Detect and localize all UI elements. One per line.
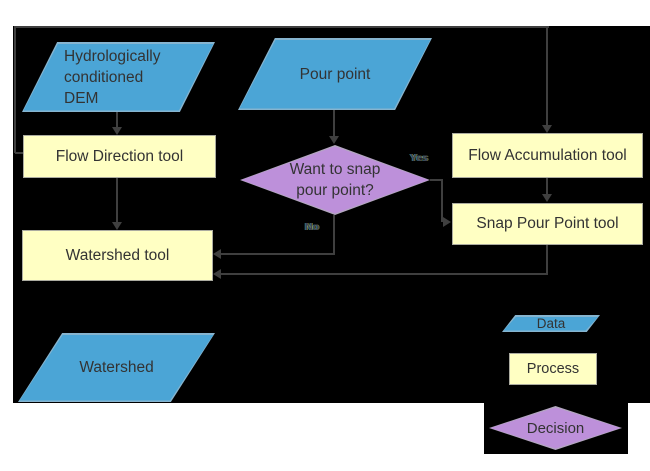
connector-no-horizontal xyxy=(221,253,335,255)
legend-data-shape: Data xyxy=(502,315,600,332)
arrowhead-no-to-watershedtool-icon xyxy=(213,249,221,259)
arrowhead-snap-to-watershedtool-icon xyxy=(213,269,221,279)
no-branch-label: No xyxy=(305,221,319,233)
snap-pour-point-node: Snap Pour Point tool xyxy=(452,203,643,245)
legend-data-label: Data xyxy=(536,316,566,331)
flow-direction-node-label: Flow Direction tool xyxy=(55,147,184,165)
arrowhead-dem-to-flowdirection-icon xyxy=(112,127,122,135)
pour-point-node: Pour point xyxy=(238,38,432,110)
arrowhead-to-decision-icon xyxy=(329,136,339,144)
arrowhead-to-flowaccumulation-icon xyxy=(542,125,552,133)
connector-flowaccumulation-to-snap xyxy=(546,178,548,194)
watershed-output-node-label: Watershed xyxy=(79,359,154,376)
snap-pour-point-node-label: Snap Pour Point tool xyxy=(476,215,619,232)
connector-pourpoint-to-decision xyxy=(333,110,335,136)
connector-yes-horizontal xyxy=(430,179,443,181)
flow-accumulation-node: Flow Accumulation tool xyxy=(452,133,643,178)
legend-data-fill xyxy=(503,316,599,331)
legend-process-shape: Process xyxy=(509,353,597,385)
dem-node-text: Hydrologically conditioned DEM xyxy=(64,47,161,107)
pour-point-node-fill xyxy=(239,39,431,109)
watershed-tool-node-label: Watershed tool xyxy=(65,246,170,264)
decision-node-label: Want to snap pour point? xyxy=(240,145,430,215)
dem-node: Hydrologically conditioned DEM xyxy=(22,42,215,112)
dem-node-label: Hydrologically conditioned DEM xyxy=(22,42,215,112)
arrowhead-yes-to-snap-icon xyxy=(443,217,451,227)
arrowhead-to-snap-icon xyxy=(542,194,552,202)
pour-point-node-label: Pour point xyxy=(299,65,371,83)
dem-node-fill xyxy=(23,43,214,111)
legend-decision-label: Decision xyxy=(526,419,585,437)
connector-snap-down xyxy=(546,244,548,275)
watershed-tool-node: Watershed tool xyxy=(22,230,213,281)
legend-process-label: Process xyxy=(526,361,580,377)
connector-flowdirection-stub xyxy=(15,152,23,154)
connector-snap-to-watershedtool xyxy=(221,273,548,275)
connector-flowdirection-to-watershedtool xyxy=(116,178,118,222)
connector-top-horizontal xyxy=(14,26,549,28)
flow-direction-node: Flow Direction tool xyxy=(23,135,216,178)
yes-branch-label: Yes xyxy=(410,152,429,164)
connector-dem-to-flowdirection xyxy=(116,112,118,127)
connector-flowdirection-up xyxy=(14,27,16,153)
flow-accumulation-node-label: Flow Accumulation tool xyxy=(468,146,627,164)
decision-node-text: Want to snap pour point? xyxy=(289,161,381,199)
connector-no-vertical xyxy=(333,215,335,255)
connector-down-to-flowaccumulation xyxy=(546,26,548,125)
connector-yes-vertical xyxy=(441,179,443,222)
arrowhead-to-watershedtool-icon xyxy=(112,222,122,230)
